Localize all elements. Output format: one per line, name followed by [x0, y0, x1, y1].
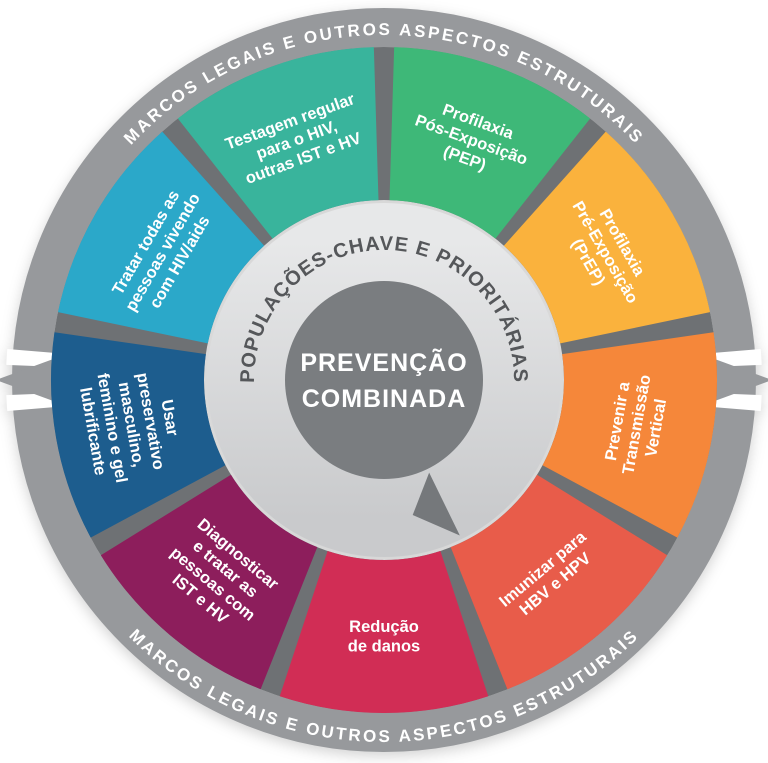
- segment-testagem-regular: [177, 47, 379, 239]
- segment-label-line: Redução: [349, 618, 419, 636]
- center-title-line: COMBINADA: [302, 385, 467, 413]
- west-arrow-icon: [0, 359, 52, 401]
- center-title-line: PREVENÇÃO: [300, 347, 467, 377]
- segment-prep: [503, 131, 711, 344]
- segment-label-line: de danos: [348, 638, 420, 656]
- segment-imunizar-hbv-hpv: [450, 474, 668, 690]
- segment-label-reducao-de-danos: Redução de danos: [348, 618, 420, 656]
- east-arrow-icon: [716, 359, 768, 401]
- segment-tratar-pvhiv: [57, 131, 265, 344]
- segment-reducao-de-danos: [279, 550, 489, 713]
- center-circle: [285, 281, 483, 479]
- segment-transmissao-vertical: [542, 332, 717, 538]
- segment-usar-preservativo: [50, 332, 226, 538]
- center-title: PREVENÇÃO COMBINADA: [300, 347, 467, 413]
- segment-pep: [389, 47, 591, 239]
- inner-ring-arrow-icon: [412, 472, 460, 536]
- segment-diagnosticar-ist-hv: [100, 474, 318, 690]
- segment-label-pep: ProfilaxiaPós-Exposição(PEP): [406, 93, 537, 187]
- inner-silver-ring: [207, 203, 561, 557]
